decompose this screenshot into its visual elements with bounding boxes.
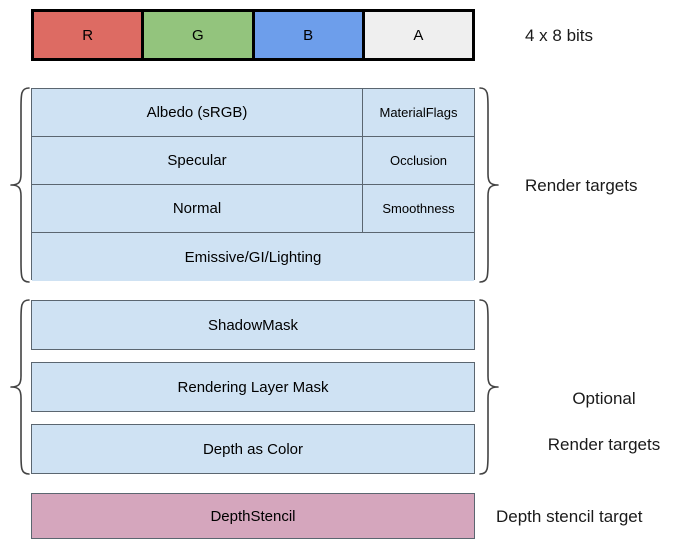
render-target-label: Albedo (sRGB) [146,104,248,121]
optional-render-target-box: ShadowMask [31,300,475,350]
table-row: Albedo (sRGB) MaterialFlags [32,89,474,137]
channel-cell-r: R [34,12,145,58]
depth-stencil-box: DepthStencil [31,493,475,539]
render-target-cell-main: Albedo (sRGB) [32,89,363,136]
channel-label-r: R [82,26,94,44]
table-row: Normal Smoothness [32,185,474,233]
render-targets-right-brace [479,87,499,283]
depth-stencil-label: DepthStencil [210,507,296,525]
optional-render-targets-side-label-line2: Render targets [547,435,661,454]
render-targets-left-brace [10,87,30,283]
channel-bar-side-label: 4 x 8 bits [525,26,594,45]
table-row: Specular Occlusion [32,137,474,185]
render-target-alpha-label: Occlusion [389,153,448,168]
render-targets-side-label: Render targets [525,176,638,195]
optional-render-targets-side-label: Optional Render targets [525,364,683,479]
channel-label-b: B [303,26,314,44]
table-row: Emissive/GI/Lighting [32,233,474,281]
render-target-cell-alpha: MaterialFlags [363,89,474,136]
optional-render-target-box: Depth as Color [31,424,475,474]
optional-render-target-label: ShadowMask [207,316,299,334]
render-target-cell-main: Emissive/GI/Lighting [32,233,474,281]
rgba-channel-bar: R G B A [31,9,475,61]
optional-render-target-label: Depth as Color [202,440,304,458]
optional-render-targets-right-brace [479,299,499,475]
channel-label-g: G [192,26,204,44]
render-target-cell-alpha: Occlusion [363,137,474,184]
optional-render-target-box: Rendering Layer Mask [31,362,475,412]
channel-cell-b: B [254,12,365,58]
optional-render-target-label: Rendering Layer Mask [177,378,329,396]
render-target-cell-alpha: Smoothness [363,185,474,232]
depth-stencil-side-label: Depth stencil target [496,507,643,526]
render-targets-table: Albedo (sRGB) MaterialFlags Specular Occ… [31,88,475,281]
render-target-label: Emissive/GI/Lighting [184,248,322,266]
render-target-label: Normal [172,200,222,217]
optional-render-targets-left-brace [10,299,30,475]
channel-label-a: A [413,26,424,44]
channel-cell-g: G [144,12,255,58]
channel-cell-a: A [364,12,472,58]
render-target-cell-main: Normal [32,185,363,232]
render-target-alpha-label: Smoothness [382,201,455,216]
render-target-label: Specular [167,152,227,169]
render-target-cell-main: Specular [32,137,363,184]
render-target-alpha-label: MaterialFlags [379,105,458,120]
optional-render-targets-side-label-line1: Optional [572,389,636,408]
